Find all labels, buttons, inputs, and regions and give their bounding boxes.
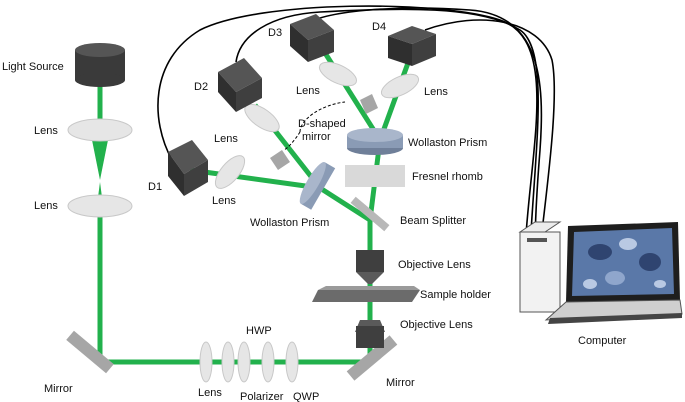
mirror-left xyxy=(66,330,114,374)
label-qwp: QWP xyxy=(293,391,319,402)
label-d2: D2 xyxy=(194,81,208,93)
label-beam-splitter: Beam Splitter xyxy=(400,215,466,227)
label-d3: D3 xyxy=(268,27,282,39)
focused-beam xyxy=(90,130,110,180)
d-shaped-mirror-left xyxy=(270,150,290,170)
label-light-source: Light Source xyxy=(2,61,64,73)
label-wollaston-top: Wollaston Prism xyxy=(408,137,487,149)
lens-mid xyxy=(67,194,133,218)
lens-d1 xyxy=(214,155,246,189)
label-polarizer: Polarizer xyxy=(240,391,284,402)
computer-tower xyxy=(519,231,561,313)
label-lens-mid: Lens xyxy=(34,200,58,212)
label-mirror-right: Mirror xyxy=(386,377,415,389)
label-lens-bottom: Lens xyxy=(198,387,222,399)
lens-d3 xyxy=(318,61,358,87)
label-lens-top: Lens xyxy=(34,125,58,137)
d-shaped-mirror-arrow-2 xyxy=(283,131,301,151)
mirror-right xyxy=(346,335,398,381)
light-source xyxy=(75,43,125,87)
label-d4: D4 xyxy=(372,21,386,33)
computer xyxy=(518,221,683,324)
detector-d3 xyxy=(290,14,334,62)
label-sample-holder: Sample holder xyxy=(420,289,491,301)
label-d-shaped-line2: mirror xyxy=(302,131,331,143)
lens-top xyxy=(67,118,133,142)
detector-d4 xyxy=(388,26,436,66)
fresnel-rhomb xyxy=(345,165,405,187)
sample-holder-top xyxy=(318,286,420,290)
label-mirror-left: Mirror xyxy=(44,383,73,395)
objective-lens-bottom xyxy=(355,320,385,348)
label-d1: D1 xyxy=(148,181,162,193)
sample-holder xyxy=(312,290,420,302)
d-shaped-mirror-arrow xyxy=(299,101,346,133)
label-lens-d1: Lens xyxy=(212,195,236,207)
objective-lens-top xyxy=(356,250,384,284)
wollaston-prism-top xyxy=(347,128,403,155)
label-fresnel-rhomb: Fresnel rhomb xyxy=(412,171,483,183)
detector-d2 xyxy=(218,58,262,112)
d-shaped-mirror-top xyxy=(360,94,378,114)
polarization-optics xyxy=(199,341,299,383)
label-hwp: HWP xyxy=(246,325,272,337)
beam-splitter xyxy=(350,196,390,232)
label-computer: Computer xyxy=(578,335,627,347)
label-objective-bottom: Objective Lens xyxy=(400,319,473,331)
label-wollaston-left: Wollaston Prism xyxy=(250,217,329,229)
wollaston-prism-left xyxy=(299,162,336,210)
label-d-shaped-line1: D-shaped xyxy=(298,118,346,130)
label-objective-top: Objective Lens xyxy=(398,259,471,271)
detector-cables xyxy=(157,5,556,251)
detector-d1 xyxy=(168,140,208,196)
label-lens-d4: Lens xyxy=(424,86,448,98)
label-lens-d2: Lens xyxy=(214,133,238,145)
label-lens-d3: Lens xyxy=(296,85,320,97)
lens-d4 xyxy=(380,73,420,99)
